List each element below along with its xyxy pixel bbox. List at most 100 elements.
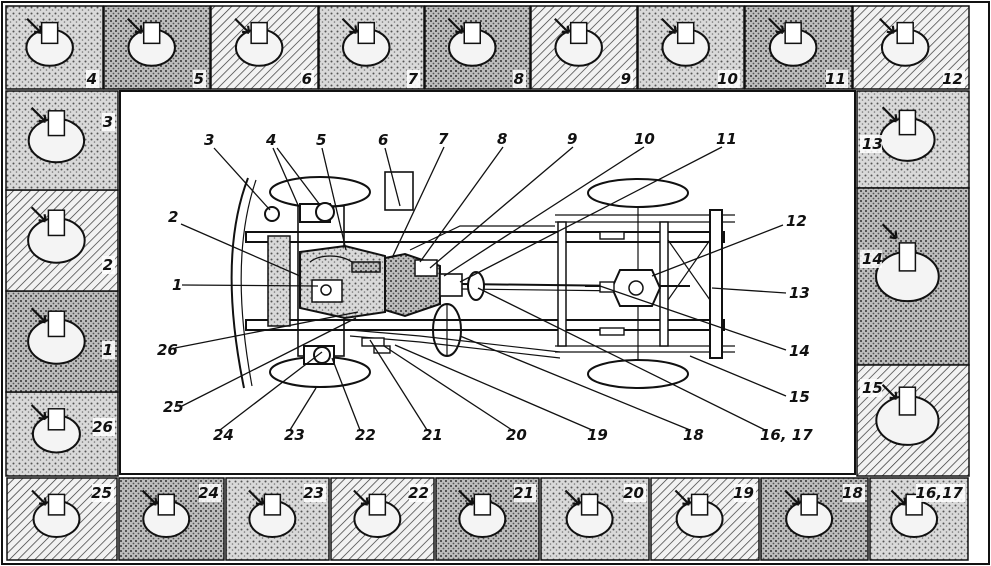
label-20: 20 [506,426,527,444]
thumbnail-label: 25 [91,484,112,502]
label-13: 13 [789,284,810,302]
label-12: 12 [786,212,807,230]
thumbnail-label: 8 [514,70,524,88]
rear-left-wheel [587,178,689,208]
arrow-icon [674,489,691,506]
label-25: 25 [163,398,184,416]
thumbnail-label: 3 [103,113,113,131]
arrow-icon [881,106,898,123]
thumbnail-bottom-1: 18 [760,477,869,561]
label-10: 10 [634,130,655,148]
thumbnail-bottom-0: 16,17 [869,477,969,561]
center-panel [119,90,856,475]
thumbnail-bottom-4: 21 [435,477,540,561]
arrow-icon [30,106,47,123]
label-18: 18 [683,426,704,444]
arrow-icon [881,383,898,400]
arrow-icon [234,17,251,34]
thumbnail-label: 22 [408,484,429,502]
thumbnail-left-0: 26 [5,391,119,477]
thumbnail-bottom-8: 25 [6,477,118,561]
thumbnail-label: 19 [733,484,754,502]
arrow-icon [26,17,43,34]
radiator [267,235,291,327]
thumbnail-label: 12 [942,70,963,88]
arrow-icon [353,489,369,506]
filler-cap [264,206,280,222]
label-15: 15 [789,388,810,406]
arrow-icon [31,489,48,506]
arrow-icon [554,17,570,34]
arrow-icon [768,17,785,34]
transfer-case [439,273,463,297]
label-26: 26 [157,341,178,359]
label-11: 11 [716,130,737,148]
thumbnail-right-2: 15 [856,364,970,477]
thumbnail-left-1: 1 [5,290,119,393]
thumbnail-label: 20 [623,484,644,502]
arrow-icon [248,489,264,506]
label-22: 22 [355,426,376,444]
thumbnail-label: 9 [621,70,631,88]
label-23: 23 [284,426,305,444]
label-1: 1 [172,276,182,294]
thumbnail-left-3: 3 [5,90,119,191]
thumbnail-label: 4 [86,70,97,88]
thumbnail-label: 13 [862,135,883,153]
arrow-icon [30,206,47,223]
brake-drum [467,271,485,301]
arrow-icon [879,17,895,34]
arrow-icon [564,489,581,506]
arrow-icon [127,17,143,34]
center-labels: 1 2 3 4 5 6 7 8 9 10 11 12 13 14 15 16, … [157,130,813,444]
label-8: 8 [497,130,507,148]
label-5: 5 [316,131,326,149]
thumbnail-right-1: 14 [856,187,970,366]
label-14: 14 [789,342,810,360]
thumbnail-top-7: 11 [744,5,853,90]
front-bumper [230,177,249,389]
arrow-icon [881,223,898,240]
thumbnail-top-4: 8 [424,5,531,90]
arrow-icon [447,17,464,34]
thumbnail-top-0: 4 [5,5,104,90]
label-6: 6 [378,131,388,149]
thumbnail-right-0: 13 [856,90,970,189]
thumbnail-label: 7 [408,70,419,88]
thumbnail-label: 15 [862,379,883,397]
arrow-icon [890,489,907,506]
thumbnail-bottom-3: 20 [540,477,650,561]
thumbnail-label: 5 [194,70,204,88]
label-2: 2 [168,208,178,226]
thumbnail-label: 6 [302,70,312,88]
thumbnail-bottom-2: 19 [650,477,760,561]
thumbnail-top-3: 7 [318,5,425,90]
front-left-wheel [269,176,371,208]
arrow-icon [341,17,358,34]
leader-lines [174,146,787,431]
thumbnail-label: 21 [513,484,534,502]
frame-rail-left [245,231,725,243]
label-9: 9 [567,130,577,148]
frame-rail-right [245,319,725,331]
thumbnail-label: 11 [825,70,846,88]
thumbnail-label: 16,17 [916,484,964,502]
thumbnail-bottom-7: 24 [118,477,225,561]
thumbnail-label: 23 [303,484,324,502]
thumbnail-label: 24 [198,484,219,502]
thumbnail-label: 1 [103,341,113,359]
thumbnail-bottom-5: 22 [330,477,435,561]
label-4: 4 [265,131,276,149]
thumbnail-bottom-6: 23 [225,477,330,561]
label-16-17: 16, 17 [760,426,813,444]
arrow-icon [30,307,47,324]
arrow-icon [30,404,47,421]
thumbnail-label: 18 [842,484,863,502]
thumbnail-label: 2 [103,256,113,274]
arrow-icon [141,489,158,506]
label-24: 24 [213,426,234,444]
label-19: 19 [587,426,608,444]
label-3: 3 [204,131,214,149]
